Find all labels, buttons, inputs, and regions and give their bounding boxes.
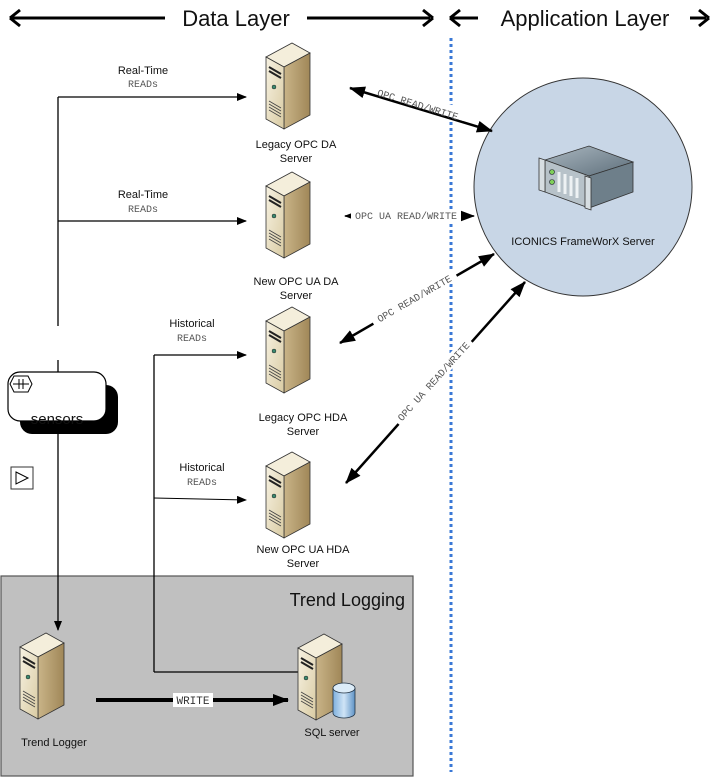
- frameworx-label: ICONICS FrameWorX Server: [511, 236, 655, 248]
- server-tower-icon: [265, 171, 311, 259]
- collapse-icon[interactable]: [9, 375, 33, 393]
- rt-sub-1: READs: [128, 80, 158, 91]
- legacy-opc-hda-label-2: Server: [287, 426, 320, 438]
- server-tower-icon: [265, 42, 311, 130]
- sensors-label: sensors: [31, 411, 84, 428]
- database-icon: [332, 682, 356, 719]
- legacy-opc-hda-server[interactable]: Legacy OPC HDA Server: [259, 306, 348, 438]
- opc-rw-connector-da: [349, 86, 493, 133]
- play-icon[interactable]: [10, 466, 34, 490]
- sql-server-label: SQL server: [304, 727, 360, 739]
- sensors-box: [7, 371, 107, 422]
- header-data-layer: Data Layer: [9, 6, 434, 31]
- legacy-opc-da-server[interactable]: Legacy OPC DA Server: [256, 42, 337, 165]
- opc-rw-label-hda: OPC READ/WRITE: [376, 274, 455, 326]
- header-application-layer: Application Layer: [449, 6, 710, 31]
- rack-server-icon: [538, 145, 635, 211]
- opc-ua-rw-label-da: OPC UA READ/WRITE: [355, 211, 457, 223]
- legacy-opc-da-label-1: Legacy OPC DA: [256, 139, 337, 151]
- new-opc-ua-da-label-2: Server: [280, 290, 313, 302]
- new-opc-ua-da-label-1: New OPC UA DA: [254, 276, 340, 288]
- trend-logging-title: Trend Logging: [290, 590, 405, 610]
- legacy-opc-hda-label-1: Legacy OPC HDA: [259, 412, 348, 424]
- trend-logger-server[interactable]: Trend Logger: [19, 632, 87, 749]
- sensors-node[interactable]: sensors: [7, 371, 118, 434]
- sql-server[interactable]: SQL server: [297, 633, 360, 739]
- hist-read-connector-2: [153, 495, 247, 504]
- rt-sub-2: READs: [128, 205, 158, 216]
- new-opc-ua-hda-label-2: Server: [287, 558, 320, 570]
- new-opc-ua-da-server[interactable]: New OPC UA DA Server: [254, 171, 340, 302]
- rt-label-1: Real-Time: [118, 65, 168, 77]
- hist-sub-2: READs: [187, 478, 217, 489]
- new-opc-ua-hda-label-1: New OPC UA HDA: [257, 544, 351, 556]
- trend-logger-label: Trend Logger: [21, 737, 87, 749]
- opc-ua-rw-label-hda: OPC UA READ/WRITE: [396, 340, 473, 424]
- hist-sub-1: READs: [177, 334, 207, 345]
- legacy-opc-da-label-2: Server: [280, 153, 313, 165]
- rt-label-2: Real-Time: [118, 189, 168, 201]
- application-layer-title: Application Layer: [501, 6, 670, 31]
- hist-label-2: Historical: [179, 462, 224, 474]
- server-tower-icon: [265, 306, 311, 394]
- trend-logging-region: [0, 575, 414, 777]
- server-tower-icon: [265, 451, 311, 539]
- hist-label-1: Historical: [169, 318, 214, 330]
- new-opc-ua-hda-server[interactable]: New OPC UA HDA Server: [257, 451, 351, 570]
- data-layer-title: Data Layer: [182, 6, 290, 31]
- server-tower-icon: [19, 632, 65, 720]
- write-label: WRITE: [176, 696, 209, 708]
